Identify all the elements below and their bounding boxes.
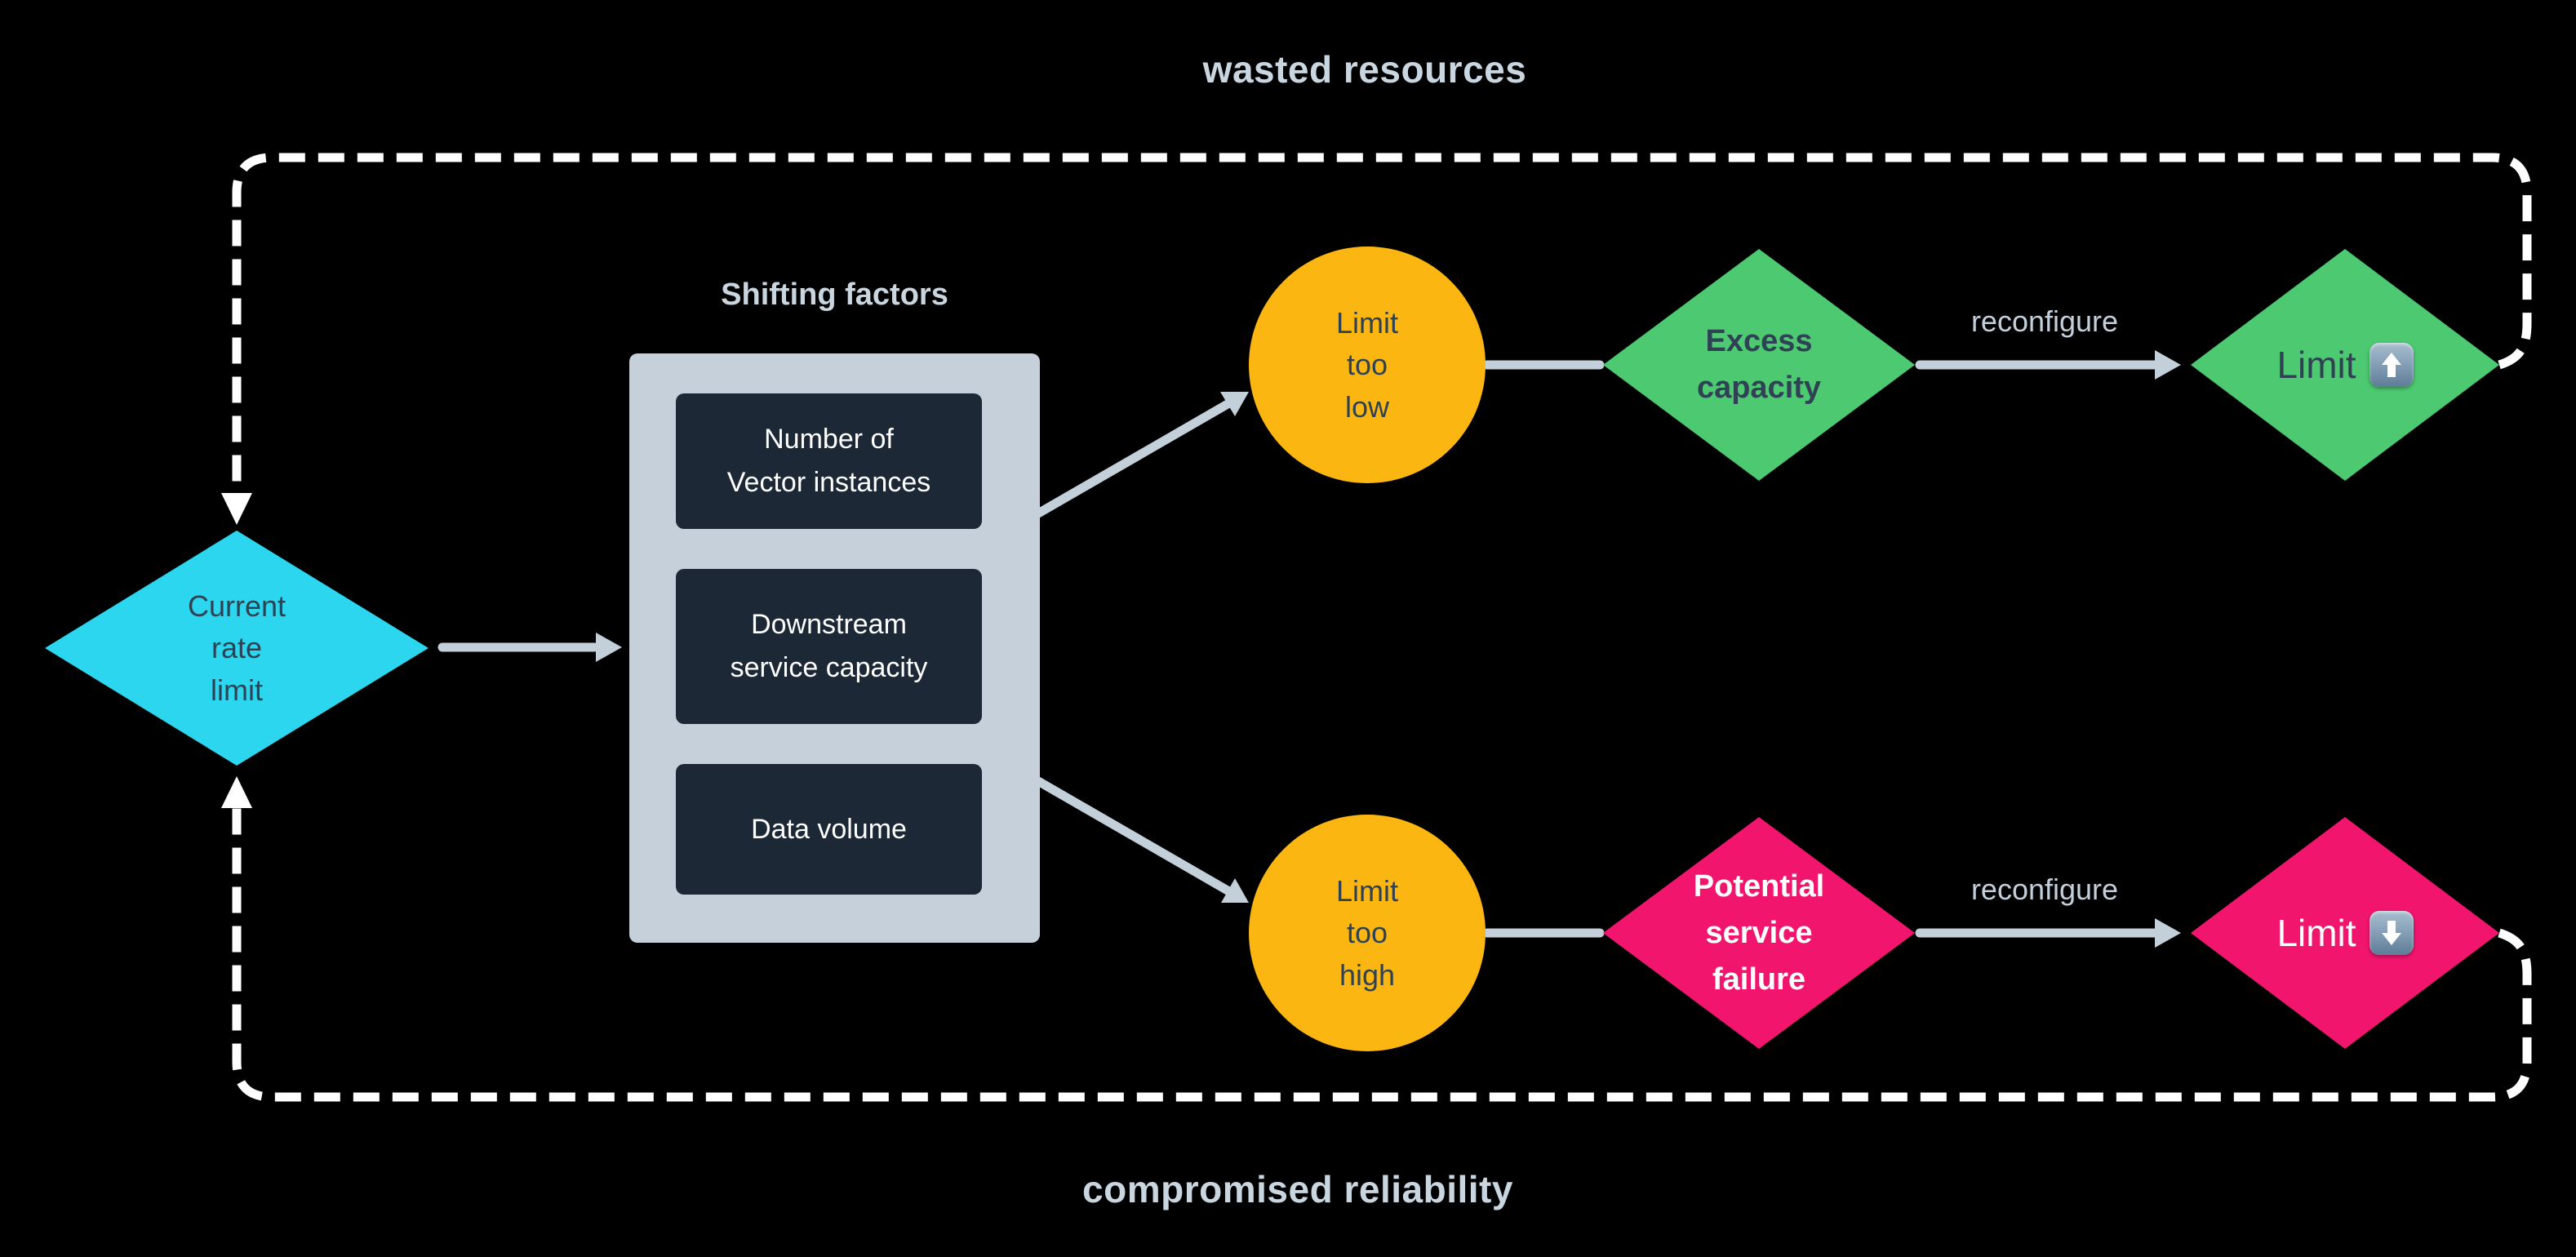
loop-top-dashed-path (232, 153, 2532, 496)
excess-capacity-label: Excess capacity (1696, 324, 1822, 405)
arrow-factors-to-high-head (1221, 878, 1249, 903)
factor-label: Data volume (751, 813, 907, 845)
arrow-factors-to-low (1033, 399, 1232, 518)
factor-card-data-volume: Data volume (676, 764, 982, 895)
arrow-reconfigure-upper-head (2155, 350, 2181, 380)
current-rate-limit-label: Current rate limit (187, 589, 286, 707)
limit-too-low-node: Limit too low (1249, 247, 1486, 483)
factor-label: Number of Vector instances (726, 424, 931, 498)
factor-label: Downstream service capacity (730, 609, 928, 683)
bottom-caption: compromised reliability (1082, 1168, 1513, 1210)
arrow-reconfigure-lower-head (2155, 918, 2181, 948)
up-arrow-glyph (2381, 353, 2401, 365)
factor-card-vector-instances: Number of Vector instances (676, 393, 982, 529)
limit-too-low-label: Limit too low (1335, 306, 1398, 424)
limit-up-label: Limit (2276, 344, 2356, 386)
limit-down-label: Limit (2276, 912, 2356, 954)
top-caption: wasted resources (1202, 48, 1527, 91)
reconfigure-label-lower: reconfigure (1970, 873, 2119, 906)
down-arrow-glyph (2381, 933, 2401, 945)
factor-card-downstream-capacity: Downstream service capacity (676, 569, 982, 724)
potential-service-failure-label: Potential service failure (1693, 868, 1825, 997)
loop-bottom-arrowhead (221, 776, 252, 808)
down-arrow-stem (2387, 921, 2396, 933)
loop-top-arrowhead (221, 493, 252, 525)
shifting-factors-heading: Shifting factors (721, 278, 948, 312)
down-arrow-emoji (2369, 911, 2414, 955)
up-arrow-emoji (2369, 343, 2414, 387)
limit-too-high-node: Limit too high (1249, 815, 1486, 1051)
loop-bottom-dashed-path (232, 805, 2532, 1102)
reconfigure-label-upper: reconfigure (1970, 304, 2119, 338)
arrow-factors-to-high (1033, 776, 1232, 895)
up-arrow-stem (2387, 365, 2396, 377)
limit-too-high-label: Limit too high (1335, 874, 1398, 992)
arrow-start-to-factors-head (596, 633, 622, 662)
arrow-factors-to-low-head (1220, 392, 1249, 416)
